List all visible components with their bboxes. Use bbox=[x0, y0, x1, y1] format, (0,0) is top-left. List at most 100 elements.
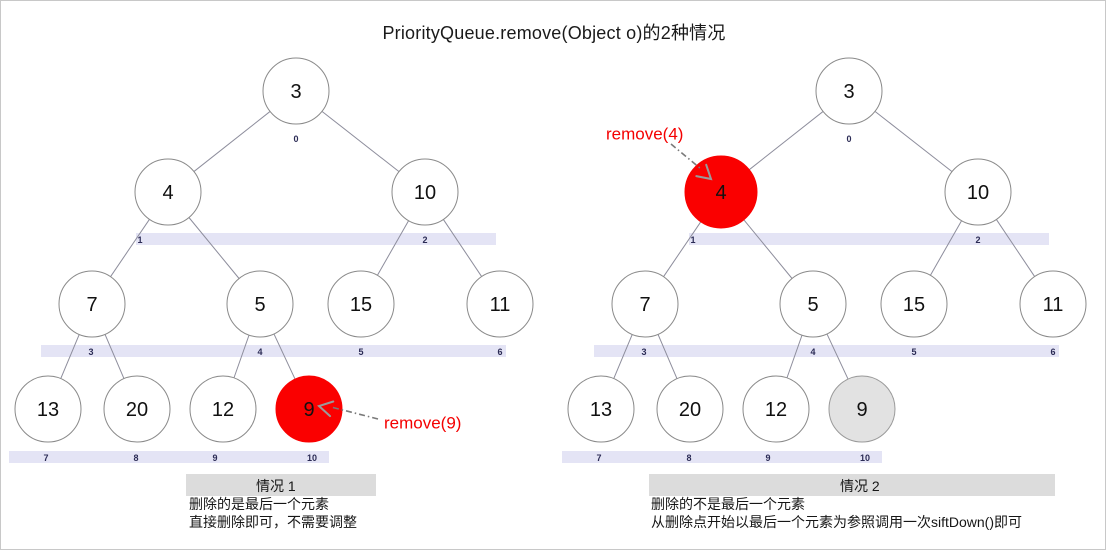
right-node-20-circle[interactable] bbox=[656, 375, 724, 443]
right-node-5-circle[interactable] bbox=[779, 270, 847, 338]
right-callout-leader-line bbox=[670, 143, 702, 170]
left-index-label-2: 2 bbox=[422, 235, 427, 245]
right-tree-edge bbox=[826, 333, 849, 380]
right-index-label-5: 5 bbox=[911, 347, 916, 357]
left-node-3-label: 3 bbox=[290, 81, 301, 103]
right-caption-line-2: 从删除点开始以最后一个元素为参照调用一次siftDown()即可 bbox=[651, 514, 1023, 530]
right-node-5-label: 5 bbox=[807, 294, 818, 316]
right-index-bar-2 bbox=[562, 451, 882, 463]
left-tree-edge bbox=[60, 334, 80, 379]
right-index-label-0: 0 bbox=[846, 134, 851, 144]
right-node-4-circle[interactable] bbox=[684, 155, 758, 229]
right-node-20-label: 20 bbox=[679, 399, 701, 421]
left-node-4-circle[interactable] bbox=[134, 158, 202, 226]
right-index-bar-0 bbox=[689, 233, 1049, 245]
right-caption-line-1: 删除的不是最后一个元素 bbox=[651, 496, 805, 512]
right-node-13-circle[interactable] bbox=[567, 375, 635, 443]
left-node-7-circle[interactable] bbox=[58, 270, 126, 338]
left-node-5-label: 5 bbox=[254, 294, 265, 316]
right-callout-arrowhead-icon bbox=[695, 163, 713, 181]
right-index-label-4: 4 bbox=[810, 347, 815, 357]
right-node-9-label: 9 bbox=[856, 399, 867, 421]
left-tree-edge bbox=[273, 333, 296, 380]
left-tree-edge bbox=[233, 334, 250, 379]
left-tree-edge bbox=[110, 219, 150, 277]
left-caption-line-2: 直接删除即可，不需要调整 bbox=[189, 514, 357, 530]
right-tree-edge bbox=[995, 219, 1036, 277]
right-node-7-circle[interactable] bbox=[611, 270, 679, 338]
left-node-5-circle[interactable] bbox=[226, 270, 294, 338]
right-tree-edge bbox=[786, 334, 803, 379]
left-node-10-circle[interactable] bbox=[391, 158, 459, 226]
left-index-label-10: 10 bbox=[307, 453, 317, 463]
right-tree-edge bbox=[929, 220, 963, 276]
left-node-12-circle[interactable] bbox=[189, 375, 257, 443]
right-index-label-2: 2 bbox=[975, 235, 980, 245]
left-node-3-circle[interactable] bbox=[262, 57, 330, 125]
right-index-label-3: 3 bbox=[641, 347, 646, 357]
left-index-bar-1 bbox=[41, 345, 506, 357]
left-tree-edge bbox=[442, 219, 483, 277]
left-caption-title: 情况 1 bbox=[256, 478, 296, 494]
left-node-10-label: 10 bbox=[414, 182, 436, 204]
right-node-9-circle[interactable] bbox=[828, 375, 896, 443]
right-node-10-label: 10 bbox=[967, 182, 989, 204]
left-tree-edge bbox=[188, 217, 240, 279]
right-node-12-label: 12 bbox=[765, 399, 787, 421]
right-node-15-label: 15 bbox=[903, 294, 925, 316]
right-node-13-label: 13 bbox=[590, 399, 612, 421]
right-index-label-8: 8 bbox=[686, 453, 691, 463]
left-index-label-5: 5 bbox=[358, 347, 363, 357]
left-index-label-4: 4 bbox=[257, 347, 262, 357]
left-node-11-circle[interactable] bbox=[466, 270, 534, 338]
right-tree-edge bbox=[663, 221, 702, 277]
left-node-13-circle[interactable] bbox=[14, 375, 82, 443]
page-title: PriorityQueue.remove(Object o)的2种情况 bbox=[382, 23, 726, 43]
right-index-bar-1 bbox=[594, 345, 1059, 357]
left-index-label-0: 0 bbox=[293, 134, 298, 144]
left-tree-edge bbox=[104, 334, 125, 379]
left-index-label-7: 7 bbox=[43, 453, 48, 463]
right-callout-label: remove(4) bbox=[606, 125, 683, 144]
right-tree-edge bbox=[613, 334, 633, 379]
left-index-label-8: 8 bbox=[133, 453, 138, 463]
right-index-label-9: 9 bbox=[765, 453, 770, 463]
left-tree-edge bbox=[321, 110, 400, 173]
right-node-10-circle[interactable] bbox=[944, 158, 1012, 226]
right-node-3-label: 3 bbox=[843, 81, 854, 103]
right-node-11-circle[interactable] bbox=[1019, 270, 1087, 338]
right-index-label-6: 6 bbox=[1050, 347, 1055, 357]
left-node-7-label: 7 bbox=[86, 294, 97, 316]
left-node-20-label: 20 bbox=[126, 399, 148, 421]
right-index-label-1: 1 bbox=[690, 235, 695, 245]
right-index-label-10: 10 bbox=[860, 453, 870, 463]
right-index-label-7: 7 bbox=[596, 453, 601, 463]
right-tree-edge bbox=[748, 111, 824, 171]
right-node-3-circle[interactable] bbox=[815, 57, 883, 125]
left-caption-box bbox=[186, 474, 376, 496]
left-node-11-label: 11 bbox=[490, 294, 511, 316]
left-callout-arrowhead-icon bbox=[317, 400, 335, 418]
right-node-11-label: 11 bbox=[1043, 294, 1064, 316]
left-caption-line-1: 删除的是最后一个元素 bbox=[189, 496, 329, 512]
left-index-label-6: 6 bbox=[497, 347, 502, 357]
right-caption-box bbox=[649, 474, 1055, 496]
left-index-bar-0 bbox=[136, 233, 496, 245]
right-node-12-circle[interactable] bbox=[742, 375, 810, 443]
left-callout-label: remove(9) bbox=[384, 414, 461, 433]
left-node-15-circle[interactable] bbox=[327, 270, 395, 338]
right-node-7-label: 7 bbox=[639, 294, 650, 316]
left-index-label-9: 9 bbox=[212, 453, 217, 463]
left-node-9-label: 9 bbox=[303, 399, 314, 421]
right-tree-edge bbox=[657, 334, 678, 379]
left-node-20-circle[interactable] bbox=[103, 375, 171, 443]
right-caption-title: 情况 2 bbox=[840, 478, 880, 494]
left-tree-edge bbox=[376, 220, 410, 276]
right-node-4-label: 4 bbox=[715, 182, 726, 204]
left-index-label-3: 3 bbox=[88, 347, 93, 357]
right-node-15-circle[interactable] bbox=[880, 270, 948, 338]
left-node-12-label: 12 bbox=[212, 399, 234, 421]
